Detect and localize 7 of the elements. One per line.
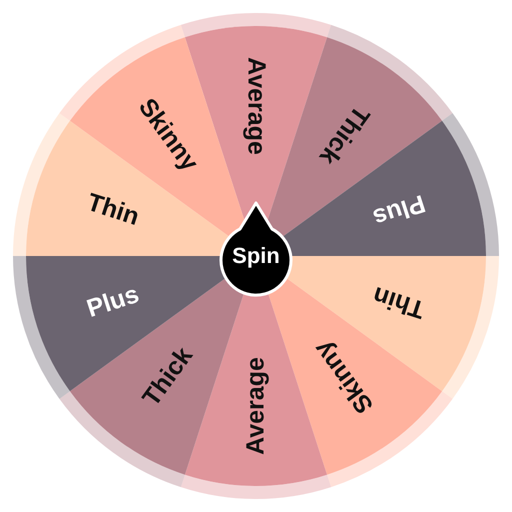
slice-label: Average	[244, 357, 268, 455]
slice-label: Plus	[84, 282, 142, 322]
slice-label: Average	[244, 57, 268, 155]
slice-label: Thin	[84, 190, 142, 230]
slice-label: Thin	[370, 282, 428, 322]
spin-label: Spin	[232, 245, 280, 267]
slice-label: Plus	[370, 190, 428, 230]
